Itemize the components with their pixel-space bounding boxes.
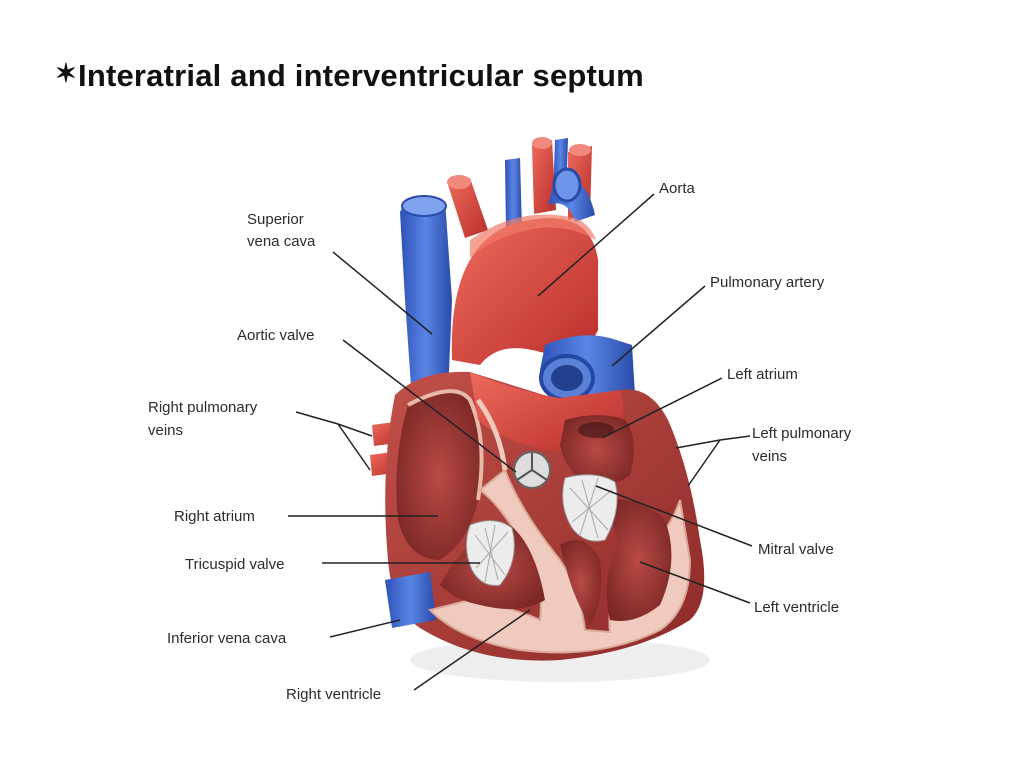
label-superior-vena-cava-line2: vena cava (247, 233, 316, 250)
tricuspid-chordae (474, 524, 509, 583)
aorta-highlight (470, 214, 596, 258)
leader-superior-vena-cava (332, 251, 433, 335)
heart-illustration (370, 137, 710, 682)
label-pulmonary-artery: Pulmonary artery (710, 274, 825, 291)
superior-vena-cava (400, 196, 452, 400)
label-left-pulmonary-veins-line2: veins (752, 448, 787, 465)
leader-pulmonary-artery (611, 285, 706, 367)
label-right-pulmonary-veins-line2: veins (148, 422, 183, 439)
leader-left-ventricle (639, 561, 751, 604)
inferior-vena-cava-vessel (385, 572, 436, 628)
left-ventricle-papillary-area (560, 540, 602, 625)
aortic-valve-cusps (516, 453, 548, 481)
brachiocephalic-opening (447, 175, 471, 189)
leader-lines (288, 193, 753, 691)
leader-left-atrium (601, 377, 723, 439)
leader-right-pulmonary-veins-a (295, 411, 373, 437)
brachiocephalic-vein (505, 158, 522, 232)
mitral-chordae (569, 477, 613, 539)
left-carotid-opening (532, 137, 552, 149)
pulmonary-artery-lumen (551, 365, 583, 391)
label-superior-vena-cava-line1: Superior (247, 211, 304, 228)
label-tricuspid-valve: Tricuspid valve (185, 556, 284, 573)
label-left-pulmonary-veins-line1: Left pulmonary (752, 425, 852, 442)
leader-right-pulmonary-veins-b (337, 423, 371, 471)
leader-aortic-valve (342, 339, 517, 473)
slide-title-text: Interatrial and interventricular septum (78, 58, 644, 93)
svc-opening (401, 195, 447, 217)
label-aorta: Aorta (659, 180, 696, 197)
label-right-ventricle: Right ventricle (286, 686, 381, 703)
left-atrium-chamber (560, 415, 634, 485)
label-inferior-vena-cava: Inferior vena cava (167, 630, 287, 647)
leader-left-pulmonary-veins-a (675, 435, 751, 449)
label-right-pulmonary-veins-line1: Right pulmonary (148, 399, 258, 416)
right-atrium-rim (407, 389, 484, 501)
leader-inferior-vena-cava (329, 619, 401, 638)
pulmonary-vein-ostium (578, 422, 614, 438)
label-left-ventricle: Left ventricle (754, 599, 839, 616)
leader-left-pulmonary-veins-b (687, 439, 721, 487)
right-atrium-chamber (396, 391, 482, 560)
leader-right-ventricle (413, 609, 531, 691)
slide-title: ✶Interatrial and interventricular septum (55, 58, 644, 94)
aortic-arch (451, 217, 598, 365)
left-ventricle-chamber (605, 499, 672, 621)
labels: Superior vena cava Aortic valve Right pu… (148, 180, 852, 703)
label-right-atrium: Right atrium (174, 508, 255, 525)
label-mitral-valve: Mitral valve (758, 541, 834, 558)
left-subclavian-opening (569, 144, 591, 156)
label-aortic-valve: Aortic valve (237, 327, 315, 344)
blue-vessel-opening (552, 167, 582, 203)
leader-aorta (537, 193, 655, 297)
brachiocephalic-artery (448, 178, 488, 238)
leader-mitral-valve (595, 485, 753, 547)
left-carotid-artery (532, 140, 556, 214)
label-left-atrium: Left atrium (727, 366, 798, 383)
star-bullet-icon: ✶ (55, 58, 77, 88)
